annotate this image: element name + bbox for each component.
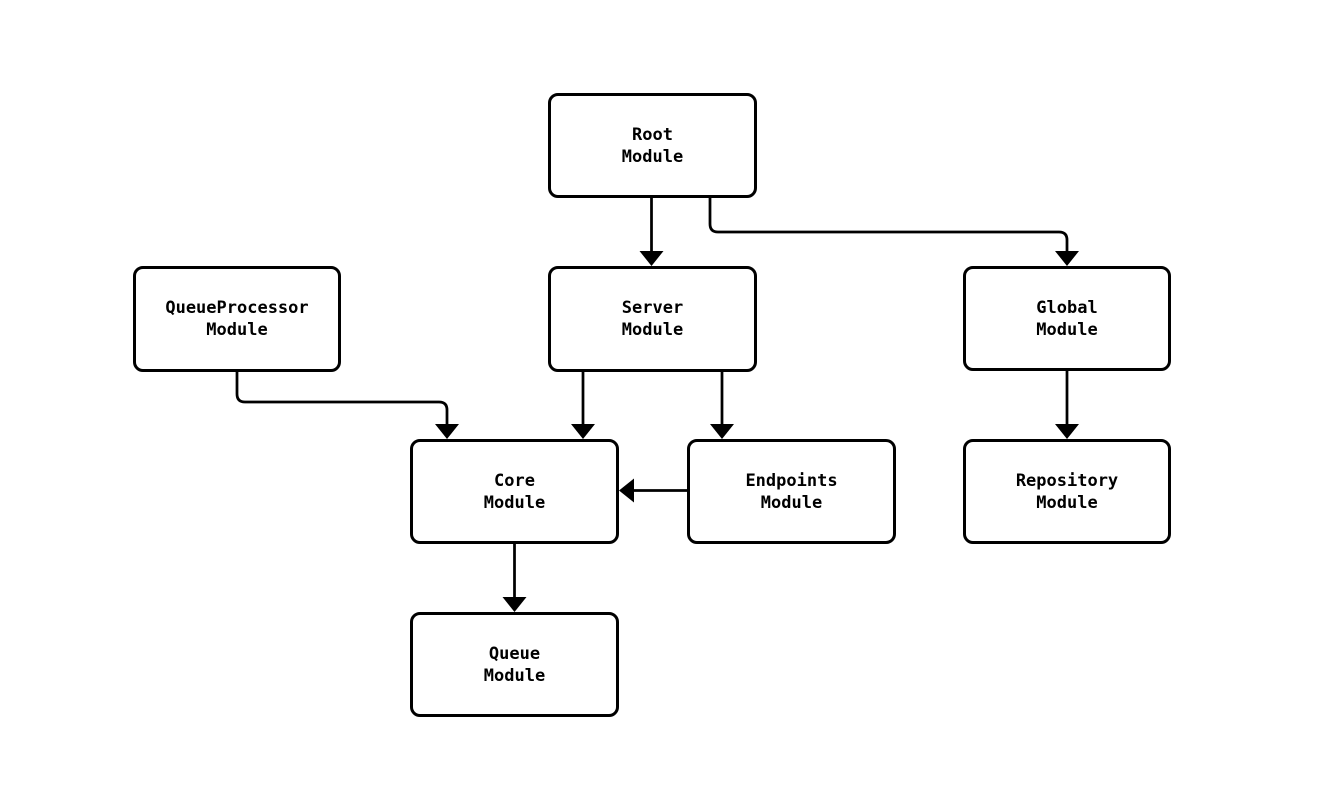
node-label-line: Module (621, 146, 684, 167)
node-endpoints-module: Endpoints Module (687, 439, 896, 544)
edge-endpoints-to-core (619, 478, 687, 503)
node-core-module: Core Module (410, 439, 619, 544)
node-label-line: Module (1036, 492, 1098, 513)
node-label-line: Server (621, 298, 684, 318)
edge-root-to-global (708, 198, 1079, 266)
node-server-module: Server Module (548, 266, 757, 372)
edge-core-to-queue (502, 544, 527, 612)
edge-global-to-repository (1055, 371, 1079, 439)
node-queueprocessor-module: QueueProcessor Module (133, 266, 341, 372)
edge-queueprocessor-to-core (235, 372, 459, 439)
node-global-module: Global Module (963, 266, 1171, 371)
edge-root-to-server (639, 198, 664, 266)
edge-server-to-endpoints (710, 372, 734, 439)
node-label-line: Module (483, 492, 546, 513)
node-label-line: Root (632, 124, 673, 145)
node-label-line: Core (494, 470, 535, 491)
node-label-line: Module (621, 320, 684, 340)
node-root-module: Root Module (548, 93, 757, 198)
node-label-line: Module (483, 665, 546, 686)
node-label-line: Module (1036, 319, 1098, 340)
node-label-line: Repository (1015, 470, 1119, 491)
node-label-line: Queue (488, 643, 541, 664)
node-label-line: Module (206, 320, 268, 340)
node-label-line: Endpoints (745, 470, 838, 491)
node-repository-module: Repository Module (963, 439, 1171, 544)
node-label-line: QueueProcessor (165, 298, 309, 318)
node-label-line: Global (1036, 297, 1098, 318)
node-queue-module: Queue Module (410, 612, 619, 717)
node-label-line: Module (760, 492, 823, 513)
edge-server-to-core (571, 372, 595, 439)
